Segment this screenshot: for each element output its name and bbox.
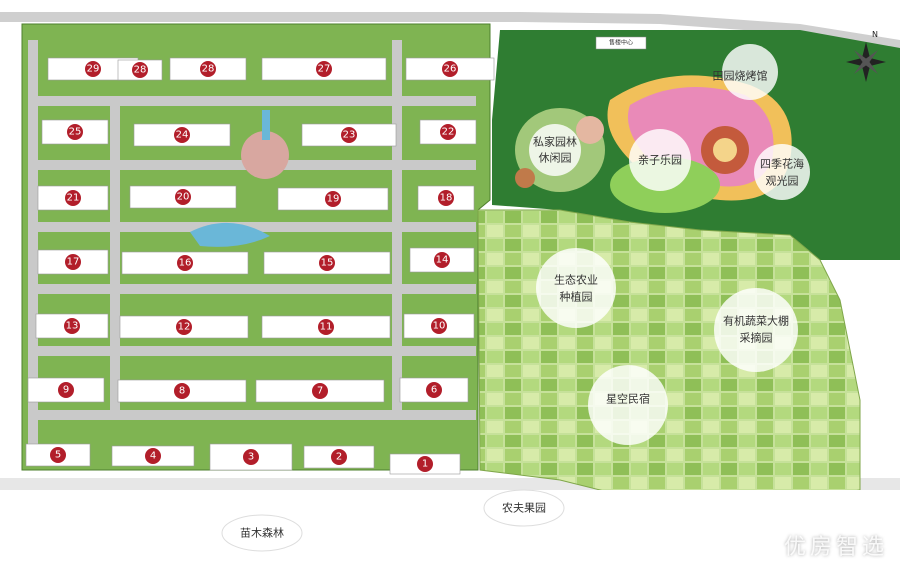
building-number-marker [431, 318, 447, 334]
building-number-label: 3 [248, 452, 254, 463]
building-number-label: 20 [177, 192, 190, 203]
building-number-marker [417, 456, 433, 472]
zone-eco-farm-circle[interactable] [536, 248, 616, 328]
sales-center-label: 售楼中心 [609, 39, 633, 47]
building-number-label: 16 [179, 258, 192, 269]
zone-flower-sea-line2: 观光园 [766, 174, 799, 188]
building-number-label: 9 [63, 385, 69, 396]
building-number-label: 17 [67, 257, 80, 268]
building-number-label: 13 [66, 321, 79, 332]
building-number-label: 26 [444, 64, 457, 75]
building-number-marker [200, 61, 216, 77]
building-number-marker [176, 319, 192, 335]
zone-eco-farm-line1: 生态农业 [554, 273, 598, 287]
building-number-marker [65, 254, 81, 270]
building-number-marker [442, 61, 458, 77]
zone-private-garden-circle[interactable] [529, 124, 581, 176]
building-number-marker [243, 449, 259, 465]
building-number-label: 12 [178, 322, 191, 333]
building-number-marker [132, 62, 148, 78]
building-number-label: 21 [67, 193, 80, 204]
building-number-label: 19 [327, 194, 340, 205]
building-number-marker [174, 383, 190, 399]
building-number-marker [58, 382, 74, 398]
zone-seedling-forest-marker[interactable] [221, 514, 303, 552]
zone-flower-sea-line1: 四季花海 [760, 157, 804, 171]
building-number-label: 5 [55, 450, 61, 461]
building-number-label: 18 [440, 193, 453, 204]
building-number-marker [177, 255, 193, 271]
zone-barbecue-circle[interactable] [722, 44, 778, 100]
building-number-marker [434, 252, 450, 268]
building-number-marker [175, 189, 191, 205]
zone-kids-park-circle[interactable] [629, 129, 691, 191]
zone-kids-park-label: 亲子乐园 [638, 153, 682, 167]
building-number-marker [331, 449, 347, 465]
building-number-label: 28 [134, 65, 147, 76]
zone-farmer-orchard-label: 农夫果园 [502, 501, 546, 515]
zone-veg-greenhouse-line2: 采摘园 [740, 331, 773, 345]
building-number-marker [50, 447, 66, 463]
building-number-marker [85, 61, 101, 77]
building-number-marker [145, 448, 161, 464]
building-number-label: 28 [202, 64, 215, 75]
south-land [0, 490, 900, 567]
zone-veg-greenhouse-line1: 有机蔬菜大棚 [723, 314, 789, 328]
building-number-marker [438, 190, 454, 206]
zone-markers: 私家园林 休闲园 亲子乐园 四季花海 观光园 田园烧烤馆 生态农业 种植园 有机… [221, 36, 810, 552]
building-number-label: 2 [336, 452, 342, 463]
zone-private-garden-line1: 私家园林 [533, 135, 577, 149]
building-number-label: 4 [150, 451, 156, 462]
building-number-label: 14 [436, 255, 449, 266]
compass-rose: N [846, 30, 886, 82]
building-number-label: 29 [87, 64, 100, 75]
building-number-label: 25 [69, 127, 82, 138]
zone-farmer-orchard-marker[interactable] [483, 489, 565, 527]
building-number-marker [67, 124, 83, 140]
residential-compound [21, 23, 491, 471]
compass-north-label: N [872, 30, 878, 39]
building-number-label: 23 [343, 130, 356, 141]
building-number-label: 11 [320, 322, 333, 333]
building-number-marker [65, 190, 81, 206]
building-number-label: 24 [176, 130, 189, 141]
building-number-label: 7 [317, 386, 323, 397]
building-number-marker [174, 127, 190, 143]
building-number-label: 22 [442, 127, 455, 138]
building-number-marker [325, 191, 341, 207]
watermark-text: 优房智选 [783, 535, 888, 560]
zone-eco-farm-line2: 种植园 [560, 290, 593, 304]
building-number-label: 8 [179, 386, 185, 397]
zone-starry-bnb-label: 星空民宿 [606, 392, 650, 406]
building-number-marker [426, 382, 442, 398]
building-number-marker [341, 127, 357, 143]
zone-veg-greenhouse-circle[interactable] [714, 288, 798, 372]
zone-seedling-forest-label: 苗木森林 [240, 526, 284, 540]
building-number-marker [64, 318, 80, 334]
building-number-marker [312, 383, 328, 399]
top-road [0, 12, 900, 50]
building-number-label: 1 [422, 459, 428, 470]
farmland [477, 209, 861, 506]
zone-flower-sea-circle[interactable] [754, 144, 810, 200]
building-number-label: 27 [318, 64, 331, 75]
zone-starry-bnb-circle[interactable] [588, 365, 668, 445]
building-number-marker [318, 319, 334, 335]
building-number-label: 15 [321, 258, 334, 269]
building-number-label: 10 [433, 321, 446, 332]
building-number-label: 6 [431, 385, 437, 396]
zone-barbecue-label: 田园烧烤馆 [713, 69, 768, 83]
sales-center-sign[interactable] [595, 36, 647, 50]
zone-private-garden-line2: 休闲园 [539, 151, 572, 165]
building-number-marker [440, 124, 456, 140]
building-number-marker [316, 61, 332, 77]
building-number-marker [319, 255, 335, 271]
